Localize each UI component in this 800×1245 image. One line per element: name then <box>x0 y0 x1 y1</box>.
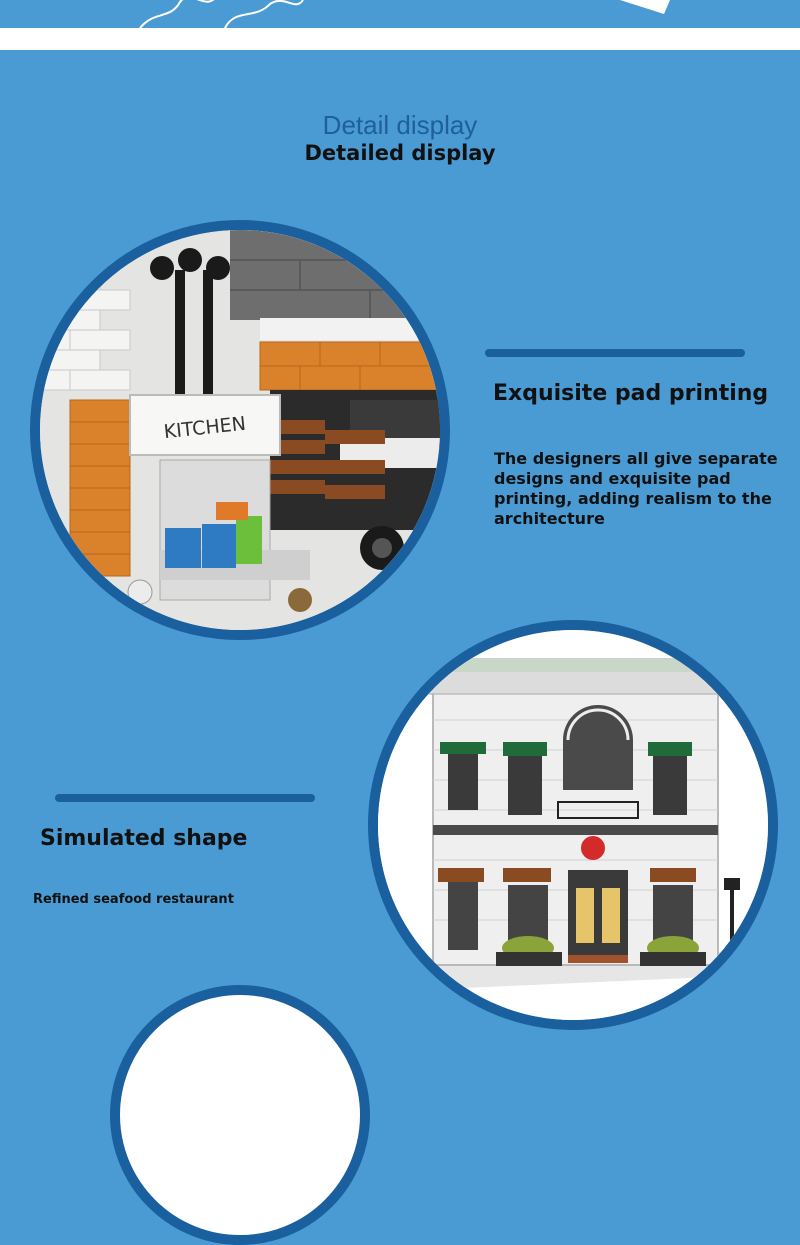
decorative-line-art <box>139 0 304 29</box>
accent-bar <box>55 794 315 802</box>
section-heading: Detail display <box>322 110 478 140</box>
accent-bar <box>485 349 745 357</box>
top-divider <box>0 28 800 50</box>
top-band <box>0 0 800 28</box>
feature-title: Simulated shape <box>40 826 248 851</box>
building-image <box>368 620 778 1030</box>
feature-description: Refined seafood restaurant <box>33 892 234 907</box>
decorative-shape <box>620 0 670 14</box>
feature-title: Exquisite pad printing <box>493 381 769 406</box>
feature-description: The designers all give separate designs … <box>494 449 778 528</box>
next-section-image <box>110 985 370 1245</box>
section-subheading: Detailed display <box>304 141 496 165</box>
kitchen-detail-image: KITCHEN <box>30 220 450 640</box>
